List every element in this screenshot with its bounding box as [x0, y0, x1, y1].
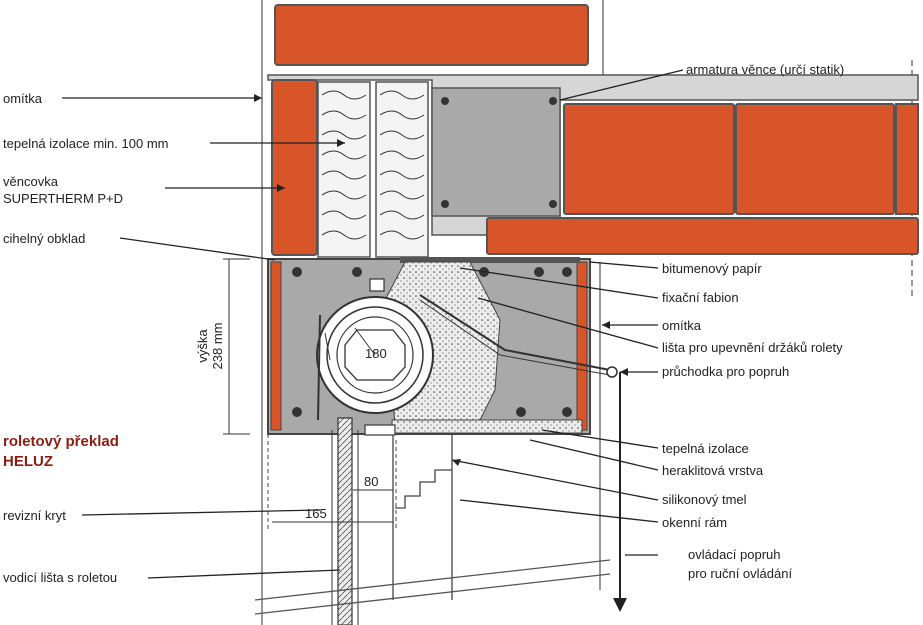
bitumen-strip: [400, 257, 580, 263]
dim-165: 165: [305, 506, 327, 521]
leader-lines-right: [451, 69, 684, 556]
window-sill: [254, 559, 611, 615]
dim-180: 180: [365, 346, 387, 361]
vencovka-brick: [271, 79, 318, 256]
beam-concrete: [431, 87, 561, 217]
label-tepelna-izolace-right: tepelná izolace: [662, 441, 749, 456]
label-ovladaci-2: pro ruční ovládání: [688, 566, 792, 581]
dimension-lines: [223, 258, 393, 523]
label-tepelna-izolace: tepelná izolace min. 100 mm: [3, 136, 168, 151]
label-vencovka: věncovka: [3, 174, 59, 189]
dim-80: 80: [364, 474, 378, 489]
title-line-1: roletový překlad: [3, 433, 119, 450]
window-frame: [364, 424, 453, 600]
label-omitka-right: omítka: [662, 318, 702, 333]
dim-vyska-1: výška: [195, 329, 210, 363]
label-vodici-lista: vodicí lišta s roletou: [3, 570, 117, 585]
leader-lines-left: [62, 97, 345, 579]
control-strap: [613, 372, 627, 612]
label-fabion: fixační fabion: [662, 290, 739, 305]
leader-arrowheads-left: [254, 94, 345, 192]
title-line-2: HELUZ: [3, 453, 53, 470]
ceiling-brick-1: [563, 103, 735, 215]
label-supertherm: SUPERTHERM P+D: [3, 191, 123, 206]
top-brick: [274, 4, 589, 66]
ceiling-slab: [486, 217, 919, 255]
label-revizni-kryt: revizní kryt: [3, 508, 66, 523]
reveal-lines: [267, 434, 397, 530]
label-okenni-ram: okenní rám: [662, 515, 727, 530]
label-ovladaci-1: ovládací popruh: [688, 547, 781, 562]
ceiling-brick-2: [735, 103, 895, 215]
strap-pulley: [419, 294, 611, 371]
ceiling-brick-3: [895, 103, 919, 215]
label-bitumen: bitumenový papír: [662, 261, 762, 276]
lintel-left-brick: [270, 261, 282, 431]
label-lista-upevneni: lišta pro upevnění držáků rolety: [662, 340, 843, 355]
label-armatura: armatura věnce (určí statik): [686, 62, 844, 77]
label-omitka: omítka: [3, 91, 43, 106]
label-pruchodka: průchodka pro popruh: [662, 364, 789, 379]
label-silikon: silikonový tmel: [662, 492, 747, 507]
label-cihelny-obklad: cihelný obklad: [3, 231, 85, 246]
bottom-insulation: [391, 419, 583, 434]
insulation-block: [317, 81, 429, 258]
label-heraklit: heraklitová vrstva: [662, 463, 764, 478]
leader-arrowheads-right: [452, 321, 628, 466]
dim-vyska-2: 238 mm: [210, 323, 225, 370]
